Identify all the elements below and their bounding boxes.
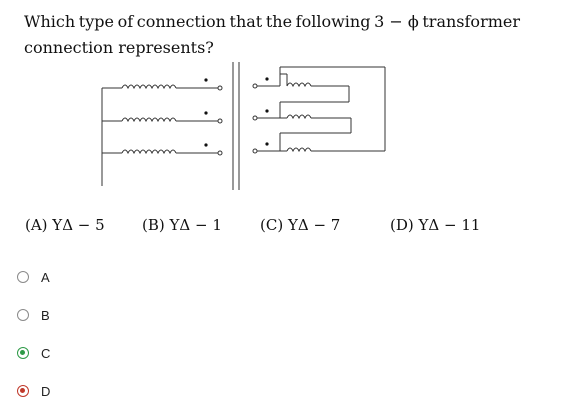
polarity-dots-secondary <box>265 77 269 146</box>
answer-choice-a[interactable]: A <box>17 267 50 287</box>
answer-choice-b[interactable]: B <box>17 305 50 325</box>
word: transformer <box>422 12 520 31</box>
question-line-1: Which type of connection that the follow… <box>24 9 520 35</box>
radio-button-wrong-icon[interactable] <box>17 385 29 397</box>
word: Which <box>24 12 76 31</box>
word: type <box>78 12 114 31</box>
radio-button-icon[interactable] <box>17 309 29 321</box>
choice-label: C <box>41 345 51 361</box>
word: of <box>117 12 134 31</box>
word: connection <box>136 12 226 31</box>
primary-windings <box>101 84 223 186</box>
question-line-2: connection represents? <box>24 38 214 57</box>
transformer-diagram <box>101 62 386 190</box>
radio-button-correct-icon[interactable] <box>17 347 29 359</box>
choice-label: A <box>41 269 50 285</box>
word: following <box>295 12 371 31</box>
word: that <box>229 12 263 31</box>
answer-choice-c[interactable]: C <box>17 343 50 363</box>
answer-choice-d[interactable]: D <box>17 381 50 401</box>
choice-label: B <box>41 307 50 323</box>
radio-button-icon[interactable] <box>17 271 29 283</box>
secondary-windings <box>252 66 386 154</box>
option-text-d: (D) YΔ − 11 <box>390 216 481 234</box>
word: the <box>265 12 293 31</box>
transformer-core <box>232 62 240 190</box>
phase-symbol: 3 − ϕ <box>374 12 419 31</box>
option-text-c: (C) YΔ − 7 <box>260 216 341 234</box>
polarity-dots-primary <box>204 78 208 147</box>
option-text-b: (B) YΔ − 1 <box>142 216 222 234</box>
question-text: Which type of connection that the follow… <box>24 9 520 61</box>
choice-label: D <box>41 383 51 399</box>
option-text-a: (A) YΔ − 5 <box>25 216 105 234</box>
